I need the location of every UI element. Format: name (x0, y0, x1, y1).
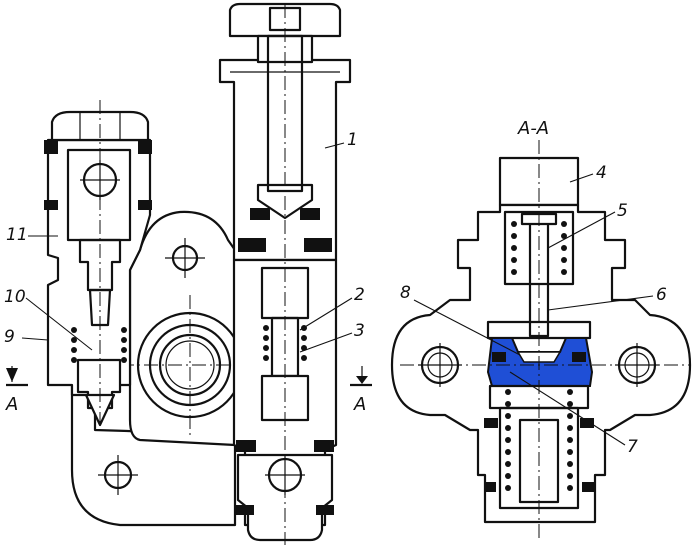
left-callouts: 1 2 3 11 10 9 (4, 130, 365, 353)
callout-8: 8 (400, 283, 411, 303)
callout-6: 6 (656, 285, 667, 305)
callout-1: 1 (347, 130, 358, 150)
callout-9: 9 (4, 327, 15, 347)
left-section-view (44, 100, 260, 527)
section-letter-left: A (5, 394, 18, 415)
main-valve-column (218, 2, 352, 545)
left-spring (71, 327, 127, 363)
section-marker-right: A (350, 366, 372, 415)
section-title: A-A (517, 118, 549, 139)
callout-3: 3 (354, 321, 365, 341)
section-letter-right: A (353, 394, 366, 415)
section-aa-view: A-A (390, 118, 692, 540)
callout-11: 11 (6, 225, 28, 245)
callout-2: 2 (354, 285, 365, 305)
lower-spring (505, 389, 573, 491)
callout-4: 4 (596, 163, 607, 183)
callout-7: 7 (627, 437, 638, 457)
callout-10: 10 (4, 287, 26, 307)
section-marker-left: A (5, 366, 28, 415)
upper-spring (511, 221, 567, 275)
callout-5: 5 (617, 201, 628, 221)
